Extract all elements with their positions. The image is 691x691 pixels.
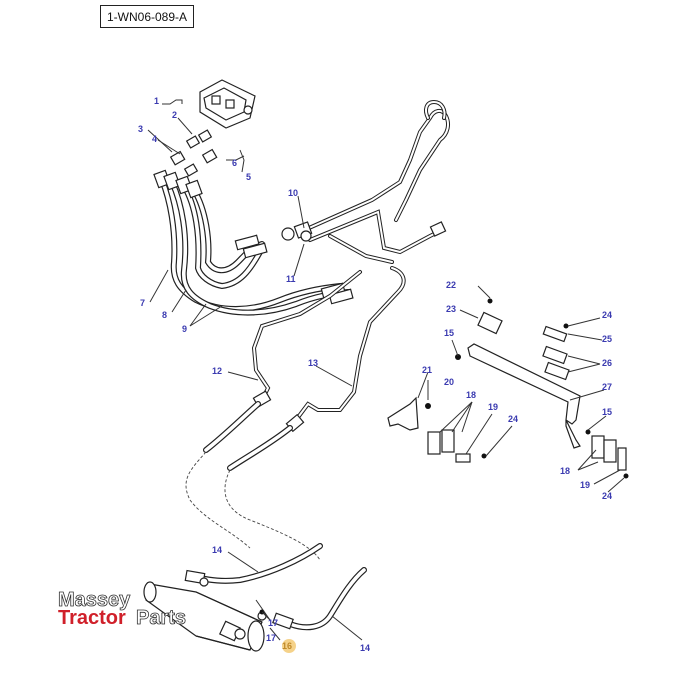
callout-18-right: 18	[560, 466, 570, 476]
logo-tractor: Tractor	[58, 607, 126, 629]
routing-path-right	[224, 469, 321, 561]
callout-26: 26	[602, 358, 612, 368]
callout-8: 8	[162, 310, 167, 320]
leader-lines	[147, 99, 625, 641]
callout-25: 25	[602, 334, 612, 344]
callout-3: 3	[138, 124, 143, 134]
valve-fittings	[169, 129, 218, 177]
logo-parts: Parts	[136, 607, 186, 629]
callout-7: 7	[140, 298, 145, 308]
rigid-pipe-assembly	[281, 99, 450, 264]
cylinder-hoses	[184, 543, 367, 631]
callout-17-lower: 17	[266, 633, 276, 643]
mounting-brackets	[387, 311, 627, 471]
callout-19-left: 19	[488, 402, 498, 412]
callout-19-right: 19	[580, 480, 590, 490]
callout-23: 23	[446, 304, 456, 314]
callout-16: 16	[282, 641, 292, 651]
logo-massey: Massey	[58, 589, 131, 611]
callout-13: 13	[308, 358, 318, 368]
callout-14-lower: 14	[360, 643, 370, 653]
callout-10: 10	[288, 188, 298, 198]
callout-15-upper: 15	[444, 328, 454, 338]
fastener-dots	[259, 298, 629, 615]
long-steel-pipes	[251, 266, 406, 433]
callout-24-mid: 24	[508, 414, 518, 424]
callout-18-left: 18	[466, 390, 476, 400]
hydraulic-cylinder	[143, 577, 267, 652]
callout-21: 21	[422, 365, 432, 375]
callout-6: 6	[232, 158, 237, 168]
callout-16-highlight	[282, 639, 296, 653]
control-valve-block	[199, 79, 256, 129]
hose-bundle	[153, 169, 354, 316]
callout-1: 1	[154, 96, 159, 106]
callout-27: 27	[602, 382, 612, 392]
callout-24-top: 24	[602, 310, 612, 320]
callout-9: 9	[182, 324, 187, 334]
callout-11: 11	[286, 274, 296, 284]
diagram-reference-label: 1-WN06-089-A	[100, 5, 194, 28]
callout-15-lower: 15	[602, 407, 612, 417]
callout-20: 20	[444, 377, 454, 387]
callout-17: 17	[268, 618, 278, 628]
callout-4: 4	[152, 134, 157, 144]
callout-labels: 1 2 3 4 5 6 7 8 9 10 11 12 13 14 14 15 1…	[138, 96, 612, 653]
lower-hoses	[203, 401, 293, 471]
callout-12: 12	[212, 366, 222, 376]
callout-5: 5	[246, 172, 251, 182]
callout-22: 22	[446, 280, 456, 290]
callout-14-upper: 14	[212, 545, 222, 555]
massey-tractor-parts-logo: Massey Tractor Parts	[58, 589, 187, 630]
callout-24-bottom: 24	[602, 491, 612, 501]
routing-path-left	[185, 451, 251, 549]
callout-2: 2	[172, 110, 177, 120]
